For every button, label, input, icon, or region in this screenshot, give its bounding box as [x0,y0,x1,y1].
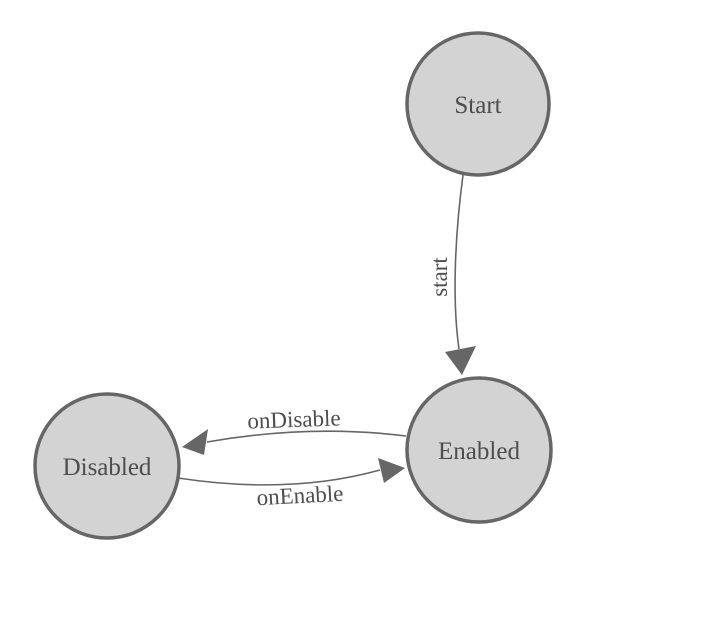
state-node-enabled[interactable]: Enabled [405,376,553,524]
arrowhead-right-icon [378,458,405,483]
state-node-disabled-circle[interactable] [33,392,181,540]
state-node-enabled-label: Enabled [438,438,520,465]
edge-label-on-enable: onEnable [256,481,344,511]
state-node-disabled[interactable]: Disabled [33,392,181,540]
edge-on-enable: onEnable [177,458,405,511]
edge-start-transition: start [427,174,476,375]
state-node-disabled-label: Disabled [63,454,152,481]
edge-on-enable-line [177,469,381,486]
edge-label-on-disable: onDisable [247,405,341,433]
edge-start-line [454,174,464,350]
state-node-enabled-circle[interactable] [405,376,553,524]
state-node-start[interactable]: Start [405,31,551,177]
state-node-start-label: Start [454,92,501,119]
arrowhead-left-icon [182,429,208,455]
edge-on-disable: onDisable [182,405,407,455]
edge-on-disable-line [206,430,407,443]
state-node-start-circle[interactable] [405,31,551,177]
arrowhead-down-icon [445,346,476,375]
edge-label-start: start [427,257,452,297]
